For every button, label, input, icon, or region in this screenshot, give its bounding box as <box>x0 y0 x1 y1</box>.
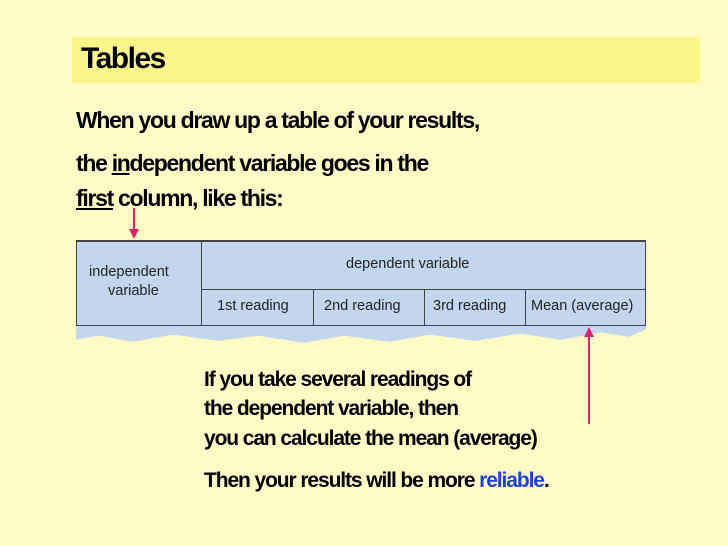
note-line-2: the dependent variable, then <box>204 397 459 420</box>
mean-label: Mean (average) <box>531 298 634 314</box>
mean-header <box>525 289 646 326</box>
reading-2-label: 2nd reading <box>324 298 401 314</box>
note-line-3: you can calculate the mean (average) <box>204 427 538 450</box>
results-table-image: independent variable dependent variable … <box>76 240 646 343</box>
arrowhead-up-icon <box>584 327 594 337</box>
intro-line-2-before: the <box>76 150 112 176</box>
intro-line-1: When you draw up a table of your results… <box>76 107 480 133</box>
dependent-header-label: dependent variable <box>346 256 470 272</box>
title-bar <box>72 37 700 83</box>
arrowhead-down-icon <box>129 229 139 239</box>
independent-header-line-2: variable <box>108 283 159 299</box>
intro-line-3: first column, like this: <box>76 185 284 212</box>
page-title: Tables <box>81 42 166 75</box>
intro-line-2: the independent variable goes in the <box>76 150 430 177</box>
arrow-to-mean-column <box>588 336 590 424</box>
note-line-1: If you take several readings of <box>204 368 472 391</box>
table-top-border <box>76 240 646 242</box>
intro-line-3-underlined: first <box>76 185 114 211</box>
note-line-4-before: Then your results will be more <box>204 469 480 492</box>
reliable-highlight: reliable <box>479 469 545 492</box>
note-line-4: Then your results will be more reliable. <box>204 469 550 493</box>
intro-line-2-underlined: in <box>111 150 131 176</box>
independent-header-line-1: independent <box>89 264 169 280</box>
intro-line-2-after: dependent variable goes in the <box>129 150 430 176</box>
reading-1-label: 1st reading <box>217 298 289 314</box>
reading-3-label: 3rd reading <box>433 298 507 314</box>
arrow-to-independent-column <box>133 208 135 230</box>
note-line-4-after: . <box>543 469 550 492</box>
intro-line-3-after: column, like this: <box>112 185 284 211</box>
